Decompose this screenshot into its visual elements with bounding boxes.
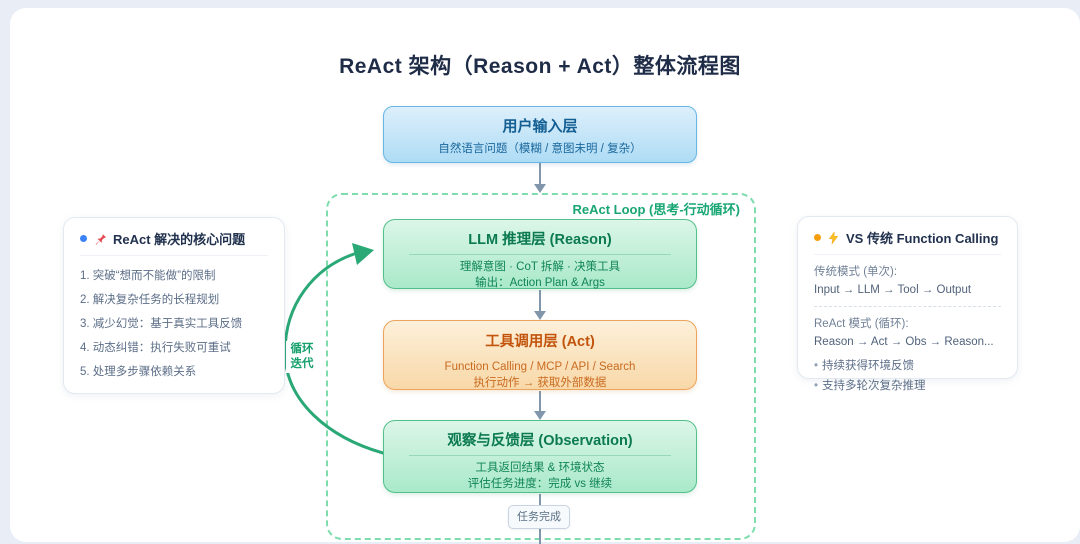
dashed-divider bbox=[814, 306, 1001, 307]
orange-dot-icon bbox=[814, 234, 821, 241]
connector-reason-to-act bbox=[539, 290, 541, 311]
node-llm-reason-title: LLM 推理层 (Reason) bbox=[468, 232, 612, 248]
node-llm-reason: LLM 推理层 (Reason) 理解意图 · CoT 拆解 · 决策工具 输出… bbox=[383, 219, 697, 289]
list-item: 2. 解决复杂任务的长程规划 bbox=[80, 294, 220, 306]
traditional-mode-label: 传统模式 (单次): bbox=[814, 266, 898, 278]
node-tool-act: 工具调用层 (Act) Function Calling / MCP / API… bbox=[383, 320, 697, 390]
arrowhead-input-to-reason bbox=[534, 184, 546, 193]
lightning-icon bbox=[828, 230, 839, 244]
node-tool-act-title: 工具调用层 (Act) bbox=[485, 334, 595, 350]
connector-act-to-observation bbox=[539, 391, 541, 411]
core-problems-list: 1. 突破“想而不能做”的限制 2. 解决复杂任务的长程规划 3. 减少幻觉：基… bbox=[80, 264, 268, 384]
react-loop-container: ReAct Loop (思考-行动循环) bbox=[326, 193, 756, 540]
connector-input-to-reason bbox=[539, 163, 541, 184]
arrowhead-reason-to-act bbox=[534, 311, 546, 320]
node-observation: 观察与反馈层 (Observation) 工具返回结果 & 环境状态 评估任务进… bbox=[383, 420, 697, 493]
page-title: ReAct 架构（Reason + Act）整体流程图 bbox=[339, 55, 741, 78]
node-observation-line1: 工具返回结果 & 环境状态 bbox=[475, 462, 605, 474]
divider bbox=[408, 254, 672, 255]
list-item: •支持多轮次复杂推理 bbox=[814, 380, 926, 392]
node-llm-reason-line2: 输出：Action Plan & Args bbox=[475, 277, 605, 289]
panel-core-problems: ReAct 解决的核心问题 1. 突破“想而不能做”的限制 2. 解决复杂任务的… bbox=[63, 217, 285, 394]
panel-vs-function-calling: VS 传统 Function Calling 传统模式 (单次): Input … bbox=[797, 216, 1018, 392]
node-llm-reason-line1: 理解意图 · CoT 拆解 · 决策工具 bbox=[459, 261, 621, 273]
list-item: 5. 处理多步骤依赖关系 bbox=[80, 366, 197, 378]
list-item: 4. 动态纠错：执行失败可重试 bbox=[80, 342, 231, 354]
blue-dot-icon bbox=[80, 235, 87, 242]
arrowhead-act-to-observation bbox=[534, 411, 546, 420]
loop-back-arrow bbox=[283, 243, 385, 455]
connector-done-exit bbox=[539, 527, 541, 544]
pushpin-icon bbox=[95, 232, 107, 245]
node-observation-line2: 评估任务进度：完成 vs 继续 bbox=[467, 478, 613, 490]
react-loop-label: ReAct Loop (思考-行动循环) bbox=[572, 202, 740, 217]
node-user-input: 用户输入层 自然语言问题（模糊 / 意图未明 / 复杂） bbox=[383, 106, 697, 163]
list-item: •持续获得环境反馈 bbox=[814, 360, 915, 372]
panel-core-problems-header: ReAct 解决的核心问题 bbox=[80, 229, 268, 256]
node-tool-act-line1: Function Calling / MCP / API / Search bbox=[444, 361, 636, 373]
loop-iterate-label: 循环 迭代 bbox=[286, 341, 318, 373]
node-user-input-subtitle: 自然语言问题（模糊 / 意图未明 / 复杂） bbox=[438, 143, 642, 155]
task-done-badge: 任务完成 bbox=[508, 505, 570, 529]
panel-vs-fc-header: VS 传统 Function Calling bbox=[814, 228, 1001, 255]
react-mode-flow: Reason → Act → Obs → Reason... bbox=[814, 336, 994, 348]
divider bbox=[408, 455, 672, 456]
react-mode-label: ReAct 模式 (循环): bbox=[814, 318, 909, 330]
list-item: 3. 减少幻觉：基于真实工具反馈 bbox=[80, 318, 243, 330]
list-item: 1. 突破“想而不能做”的限制 bbox=[80, 270, 216, 282]
node-user-input-title: 用户输入层 bbox=[502, 118, 578, 135]
panel-vs-fc-title: VS 传统 Function Calling bbox=[846, 231, 999, 246]
traditional-mode-flow: Input → LLM → Tool → Output bbox=[814, 284, 972, 296]
panel-core-problems-title: ReAct 解决的核心问题 bbox=[113, 232, 246, 247]
node-tool-act-line2: 执行动作 → 获取外部数据 bbox=[473, 377, 607, 389]
node-observation-title: 观察与反馈层 (Observation) bbox=[447, 433, 633, 449]
connector-observation-to-done bbox=[539, 494, 541, 506]
